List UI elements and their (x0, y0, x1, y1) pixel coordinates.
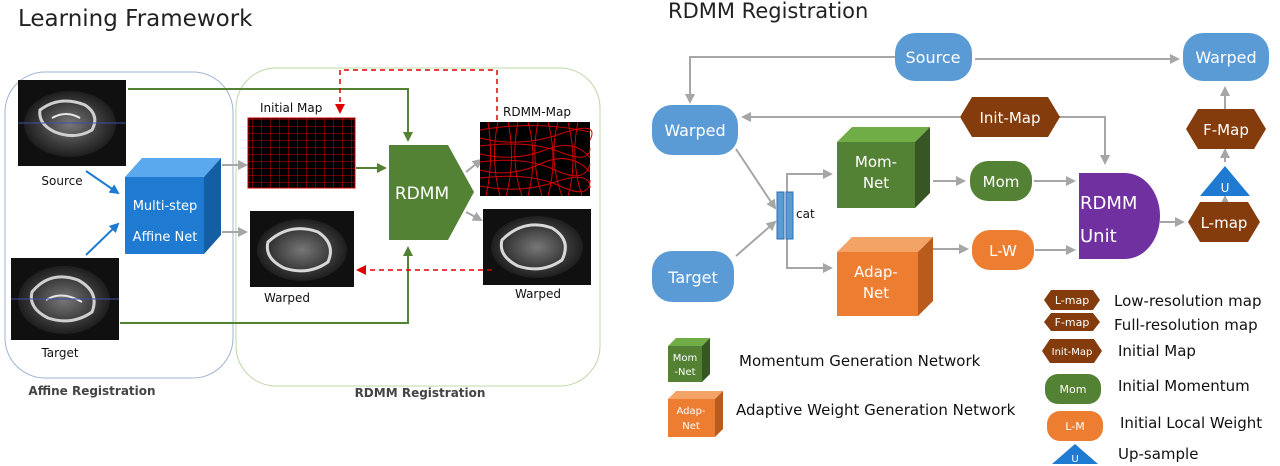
cat-to-adap-net-arrow (786, 238, 833, 273)
warped-image-left (250, 211, 354, 287)
rdmm-map-label: RDMM-Map (503, 105, 571, 119)
rdmm-registration-title: RDMM Registration (668, 0, 868, 23)
source-image (18, 80, 126, 166)
mom-net-block: Mom- Net (837, 127, 930, 208)
cat-to-mom-net-arrow (786, 169, 833, 205)
legend-upsample-badge: U (1071, 454, 1078, 465)
init-map-node: Init-Map (960, 97, 1060, 137)
legend-mom-text: Initial Momentum (1118, 377, 1250, 395)
legend-upsample: U Up-sample (1052, 444, 1198, 465)
legend-l-map-badge: L-map (1055, 294, 1089, 307)
lw-node: L-W (972, 230, 1034, 270)
rdmm-to-map-arrow (465, 158, 483, 173)
rdmm-block: RDMM (389, 145, 474, 240)
target-label: Target (40, 346, 78, 360)
multi-step-affine-net-block: Multi-step Affine Net (125, 158, 221, 254)
warped-left-label: Warped (264, 291, 310, 305)
affine-net-line1: Multi-step (133, 199, 198, 214)
legend-adap-net-badge-2: Net (682, 421, 700, 432)
cat-label: cat (796, 207, 815, 221)
legend-f-map-badge: F-map (1055, 316, 1090, 329)
warped-image-right (483, 209, 591, 285)
legend-lm-text: Initial Local Weight (1120, 414, 1262, 432)
legend-mom-net-text: Momentum Generation Network (739, 352, 981, 370)
f-map-label: F-Map (1203, 121, 1249, 139)
legend-adap-net-badge-1: Adap- (676, 406, 705, 417)
rdmm-registration-group (235, 67, 601, 387)
initial-map-grid (247, 117, 356, 189)
target-image (11, 258, 119, 340)
target-to-affine-arrow (85, 222, 120, 256)
legend-mom-net-badge-2: -Net (674, 367, 695, 378)
l-map-label: L-map (1201, 214, 1248, 232)
l-map-node: L-map (1188, 202, 1260, 242)
legend-mom-badge: Mom (1060, 383, 1087, 396)
upsample-label: U (1221, 181, 1230, 195)
rdmm-registration-label: RDMM Registration (355, 386, 486, 400)
rdmm-map-feedback-dashed-arrow (335, 69, 498, 120)
f-map-node: F-Map (1186, 109, 1266, 149)
warped-top-label: Warped (1195, 48, 1256, 67)
target-to-cat-arrow (735, 220, 777, 257)
warped-mid-node: Warped (652, 105, 738, 155)
target-node-label: Target (667, 268, 718, 287)
init-map-label: Init-Map (979, 109, 1040, 127)
mom-net-line1: Mom- (855, 153, 897, 171)
legend-f-map: F-map Full-resolution map (1044, 313, 1258, 334)
legend-init-map-text: Initial Map (1118, 342, 1196, 360)
rdmm-label: RDMM (395, 184, 449, 204)
rdmm-map-grid (479, 121, 593, 197)
legend-mom-net: Mom -Net Momentum Generation Network (668, 338, 981, 382)
legend-lm: L-M Initial Local Weight (1047, 411, 1262, 441)
source-to-rdmm-arrow (128, 88, 413, 142)
rdmm-unit-line1: RDMM (1080, 193, 1137, 214)
legend-init-map-badge: Init-Map (1052, 347, 1093, 358)
upsample-node: U (1200, 166, 1250, 196)
warped-mid-label: Warped (664, 121, 725, 140)
target-node: Target (652, 251, 734, 302)
legend-f-map-text: Full-resolution map (1114, 316, 1258, 334)
source-to-affine-arrow (85, 170, 120, 195)
legend-adap-net-text: Adaptive Weight Generation Network (736, 401, 1016, 419)
cat-block: cat (776, 191, 815, 240)
warped-top-node: Warped (1183, 33, 1269, 81)
warped-right-label: Warped (515, 287, 561, 301)
adap-net-line1: Adap- (854, 263, 898, 281)
adap-net-block: Adap- Net (837, 237, 933, 316)
affine-registration-group (4, 71, 234, 379)
legend-l-map-text: Low-resolution map (1114, 292, 1262, 310)
mom-label: Mom (983, 173, 1020, 191)
affine-net-line2: Affine Net (133, 230, 198, 245)
rdmm-unit-block: RDMM Unit (1079, 173, 1160, 259)
source-node-label: Source (906, 48, 961, 67)
rdmm-to-warped-arrow (465, 211, 483, 221)
legend-mom: Mom Initial Momentum (1045, 374, 1250, 404)
legend-upsample-text: Up-sample (1118, 445, 1198, 463)
adap-net-line2: Net (863, 284, 889, 302)
target-to-rdmm-arrow (120, 246, 413, 324)
initial-map-label: Initial Map (260, 101, 322, 115)
learning-framework-panel: Learning Framework Affine Registration R… (4, 6, 601, 400)
affine-registration-label: Affine Registration (28, 384, 155, 398)
mom-node: Mom (970, 161, 1032, 201)
init-map-to-unit-arrow (1055, 116, 1110, 165)
legend-mom-net-badge-1: Mom (673, 353, 698, 364)
legend-init-map: Init-Map Initial Map (1042, 339, 1196, 363)
source-label: Source (41, 174, 82, 188)
lw-label: L-W (989, 242, 1017, 260)
warped-to-cat-arrow (735, 148, 777, 210)
legend-l-map: L-map Low-resolution map (1044, 290, 1262, 310)
mom-net-line2: Net (863, 174, 889, 192)
source-to-warped-arrow (685, 56, 895, 104)
legend-lm-badge: L-M (1065, 420, 1084, 433)
source-node: Source (895, 33, 972, 81)
rdmm-registration-panel: RDMM Registration Source (652, 0, 1269, 465)
learning-framework-title: Learning Framework (18, 6, 253, 32)
legend-adap-net: Adap- Net Adaptive Weight Generation Net… (668, 391, 1016, 437)
rdmm-unit-line2: Unit (1080, 226, 1117, 247)
